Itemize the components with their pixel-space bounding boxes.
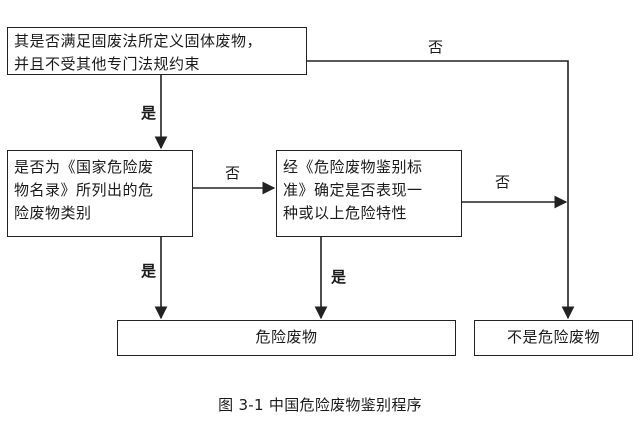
decision-box-identification-standard: 经《危险废物鉴别标 准》确定是否表现一 种或以上危险特性: [276, 150, 462, 237]
result-text-hazardous: 危险废物: [255, 328, 318, 346]
edge-label-q1-no: 否: [428, 38, 444, 56]
figure-caption: 图 3-1 中国危险废物鉴别程序: [218, 396, 422, 414]
result-text-non-hazardous: 不是危险废物: [506, 328, 600, 346]
decision-text-solid-waste: 其是否满足固废法所定义固体废物， 并且不受其他专门法规约束: [14, 32, 263, 73]
arrow-q1-to-nonhazard: [307, 60, 575, 320]
edge-label-q3-no: 否: [495, 173, 511, 191]
edge-label-q2-yes: 是: [141, 262, 157, 280]
decision-text-national-list: 是否为《国家危险废 物名录》所列出的危 险废物类别: [14, 158, 154, 222]
decision-box-solid-waste: 其是否满足固废法所定义固体废物， 并且不受其他专门法规约束: [7, 27, 307, 75]
result-box-non-hazardous: 不是危险废物: [474, 320, 633, 356]
decision-box-national-list: 是否为《国家危险废 物名录》所列出的危 险废物类别: [7, 150, 193, 237]
edge-label-q2-no: 否: [225, 164, 241, 182]
edge-label-q1-yes: 是: [141, 104, 157, 122]
result-box-hazardous: 危险废物: [117, 320, 456, 356]
decision-text-identification-standard: 经《危险废物鉴别标 准》确定是否表现一 种或以上危险特性: [283, 158, 423, 222]
edge-label-q3-yes: 是: [331, 268, 347, 286]
